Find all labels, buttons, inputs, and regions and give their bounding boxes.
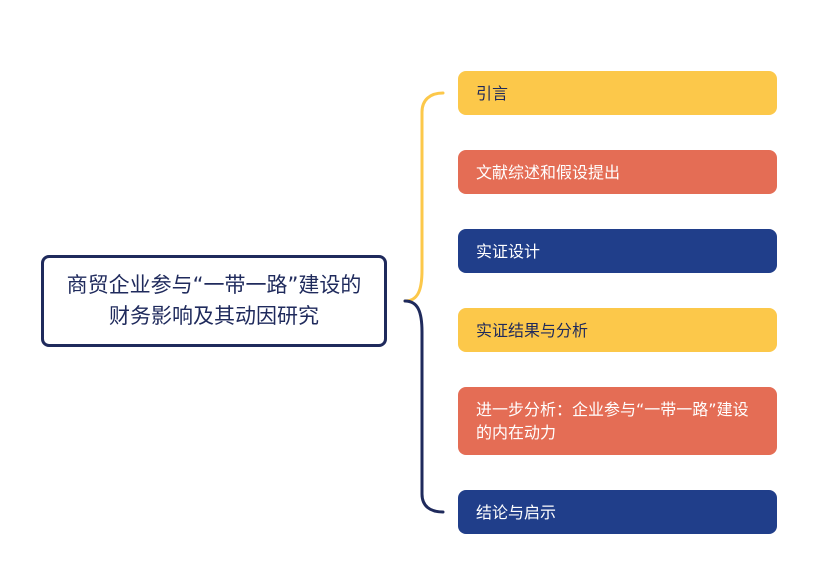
branch-node-empirical-results[interactable]: 实证结果与分析 bbox=[458, 308, 777, 352]
branch-label: 进一步分析：企业参与“一带一路”建设的内在动力 bbox=[476, 400, 749, 442]
root-title: 商贸企业参与“一带一路”建设的财务影响及其动因研究 bbox=[66, 273, 362, 328]
branch-label: 实证设计 bbox=[476, 241, 541, 261]
branch-label: 结论与启示 bbox=[476, 502, 557, 522]
mindmap-root-node[interactable]: 商贸企业参与“一带一路”建设的财务影响及其动因研究 bbox=[41, 255, 387, 347]
branch-label: 实证结果与分析 bbox=[476, 320, 589, 340]
connector-lower bbox=[403, 299, 445, 514]
branch-node-further-analysis[interactable]: 进一步分析：企业参与“一带一路”建设的内在动力 bbox=[458, 387, 777, 455]
branch-label: 文献综述和假设提出 bbox=[476, 162, 621, 182]
branch-node-empirical-design[interactable]: 实证设计 bbox=[458, 229, 777, 273]
branch-node-conclusion[interactable]: 结论与启示 bbox=[458, 490, 777, 534]
branch-node-literature-review[interactable]: 文献综述和假设提出 bbox=[458, 150, 777, 194]
connector-upper bbox=[403, 91, 445, 303]
branch-label: 引言 bbox=[476, 83, 509, 103]
branch-node-introduction[interactable]: 引言 bbox=[458, 71, 777, 115]
